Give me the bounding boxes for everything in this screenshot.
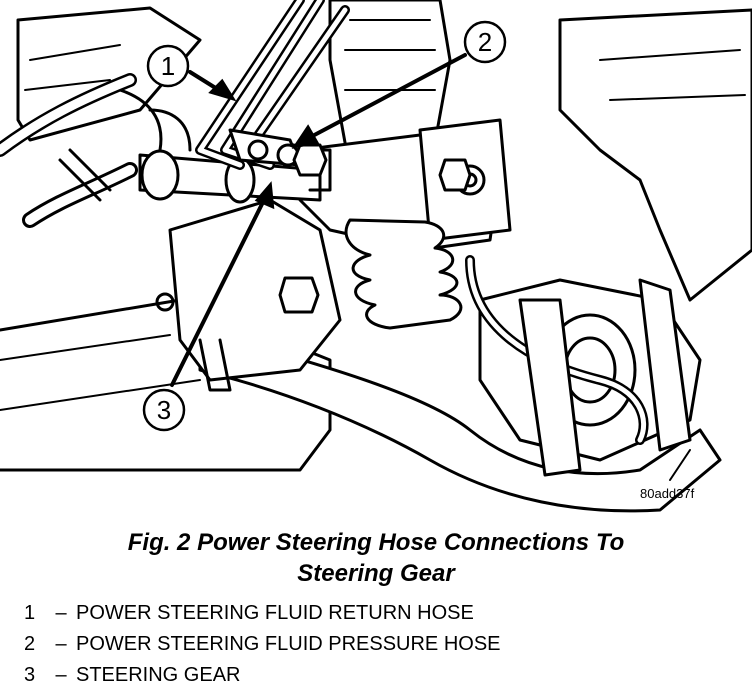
left-frame-panel: [16, 6, 202, 142]
diagram-figure: 1 2 3 80add37f: [0, 0, 752, 513]
callout-3: 3: [142, 388, 186, 432]
callout-1: 1: [146, 44, 190, 88]
callout-2: 2: [463, 20, 507, 64]
right-lower-bracket: [478, 278, 702, 462]
legend-text: STEERING GEAR: [76, 664, 241, 686]
caption-line-2: Steering Gear: [297, 560, 455, 587]
gear-mount-bracket: [168, 198, 342, 382]
svg-text:3: 3: [157, 395, 171, 425]
caption-line-1: Fig. 2 Power Steering Hose Connections T…: [127, 529, 625, 556]
legend: 1–POWER STEERING FLUID RETURN HOSE 2–POW…: [24, 598, 501, 691]
steering-gear-illustration: 1 2 3 80add37f: [0, 0, 752, 513]
right-frame-panel: [558, 8, 752, 302]
legend-text: POWER STEERING FLUID RETURN HOSE: [76, 602, 474, 624]
rack-boot: [344, 218, 463, 330]
svg-text:2: 2: [478, 27, 492, 57]
legend-number: 2: [24, 633, 36, 655]
crossmember: [198, 328, 722, 513]
legend-item-3: 3–STEERING GEAR: [24, 660, 501, 691]
legend-separator: –: [55, 602, 67, 624]
legend-number: 1: [24, 602, 36, 624]
figure-caption: Fig. 2 Power Steering Hose Connections T…: [0, 527, 752, 589]
legend-item-1: 1–POWER STEERING FLUID RETURN HOSE: [24, 598, 501, 629]
legend-separator: –: [55, 664, 67, 686]
legend-item-2: 2–POWER STEERING FLUID PRESSURE HOSE: [24, 629, 501, 660]
legend-text: POWER STEERING FLUID PRESSURE HOSE: [76, 633, 501, 655]
art-id: 80add37f: [640, 486, 695, 501]
svg-text:1: 1: [161, 51, 175, 81]
legend-separator: –: [55, 633, 67, 655]
legend-number: 3: [24, 664, 36, 686]
